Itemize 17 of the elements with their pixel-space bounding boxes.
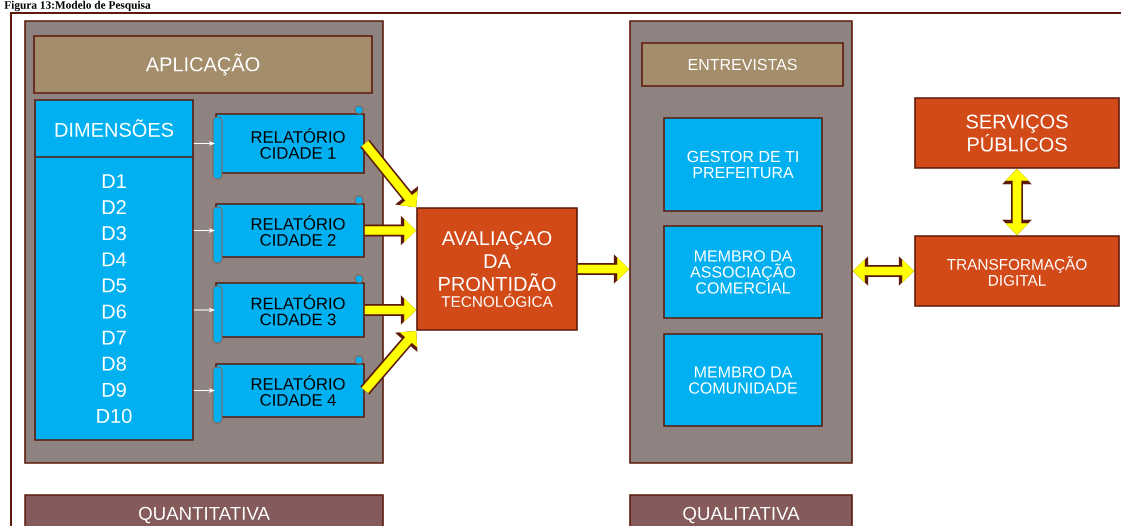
process-box: SERVIÇOS PÚBLICOS bbox=[914, 97, 1120, 169]
process-box: MEMBRO DA ASSOCIAÇÃO COMERCIAL bbox=[663, 225, 823, 319]
category-band: QUALITATIVA bbox=[629, 494, 853, 526]
scroll-box: RELATÓRIO CIDADE 2 bbox=[212, 195, 365, 264]
process-box: GESTOR DE TI PREFEITURA bbox=[663, 117, 823, 212]
scroll-box: RELATÓRIO CIDADE 4 bbox=[212, 355, 365, 424]
scroll-box: RELATÓRIO CIDADE 3 bbox=[212, 274, 365, 344]
category-band: QUANTITATIVA bbox=[24, 494, 384, 526]
header-box: APLICAÇÃO bbox=[33, 35, 373, 94]
header-box: ENTREVISTAS bbox=[641, 42, 844, 87]
process-box: MEMBRO DA COMUNIDADE bbox=[663, 333, 823, 427]
process-box: TRANSFORMAÇÃO DIGITAL bbox=[914, 235, 1120, 307]
dimension-list-box: DIMENSÕES D1 D2 D3 D4 D5 D6 D7 D8 D9 D10 bbox=[34, 99, 194, 441]
process-box: AVALIAÇAO DA PRONTIDÃO TECNOLÓGICA bbox=[416, 207, 578, 331]
figure-title: Figura 13:Modelo de Pesquisa bbox=[4, 0, 151, 12]
scroll-box: RELATÓRIO CIDADE 1 bbox=[212, 105, 365, 180]
arrow bbox=[360, 330, 418, 395]
